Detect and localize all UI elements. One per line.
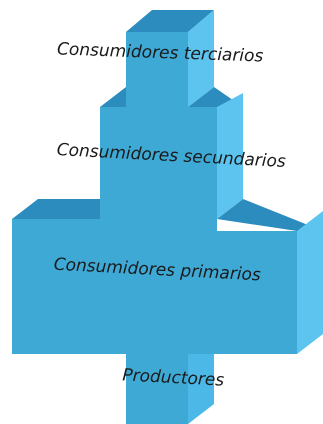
- primarios-front: [12, 219, 297, 354]
- level-consumidores-primarios: [12, 199, 323, 354]
- level-consumidores-secundarios: [100, 87, 243, 231]
- secundarios-front: [100, 107, 217, 231]
- secundarios-top-left: [100, 87, 126, 107]
- primarios-top-right: [217, 199, 323, 231]
- productores-front: [126, 354, 188, 424]
- level-productores: [126, 334, 214, 424]
- terciarios-front: [126, 32, 188, 107]
- secundarios-side: [217, 93, 243, 219]
- label-consumidores-terciarios: Consumidores terciarios: [57, 39, 264, 66]
- productores-side: [188, 334, 214, 424]
- level-consumidores-terciarios: [126, 10, 214, 107]
- primarios-side: [297, 211, 323, 354]
- terciarios-top: [126, 10, 214, 32]
- primarios-top: [12, 199, 100, 219]
- terciarios-side: [188, 10, 214, 107]
